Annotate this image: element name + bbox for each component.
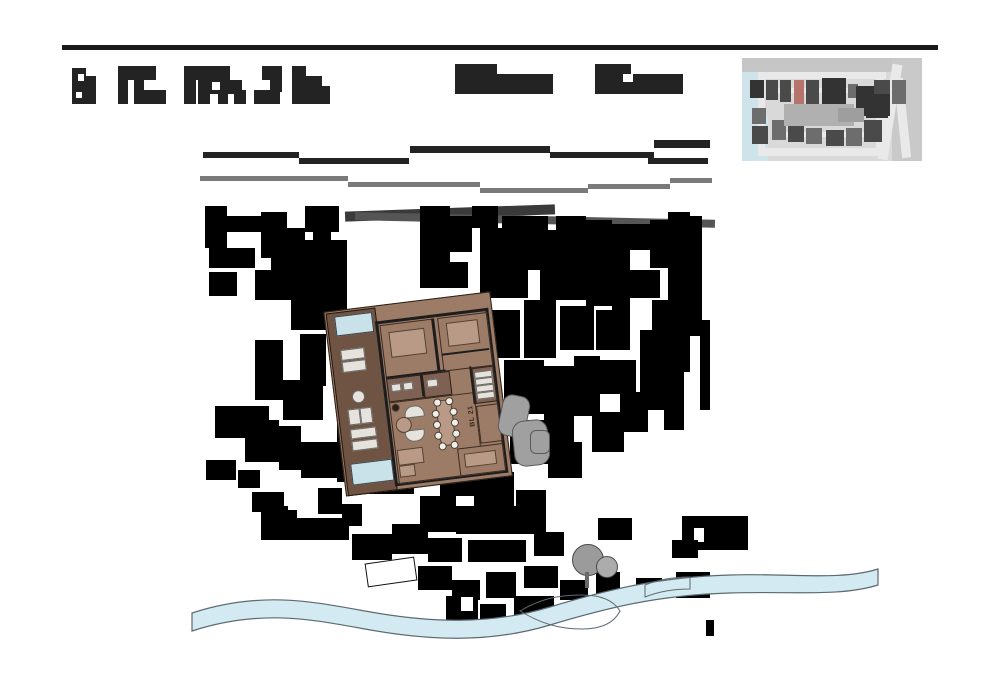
annotation-line-1c	[410, 146, 550, 153]
plan-mark-2-inner	[461, 597, 473, 611]
header-rule	[62, 45, 938, 50]
highlighted-unit-floor-plan: BL 21	[319, 287, 516, 499]
annotation-line-1e	[654, 140, 710, 148]
stream-water-feature	[191, 568, 879, 639]
header-label-2b	[595, 74, 683, 94]
header-label-2	[595, 64, 631, 75]
header-label-1b	[455, 74, 553, 94]
annotation-line-2b	[348, 182, 480, 187]
location-key-plan-inset	[742, 58, 922, 161]
sheet-title-redacted: ██ ███ ███ ██	[72, 62, 412, 104]
annotation-line-2c	[480, 188, 588, 193]
header-label-1	[455, 64, 497, 75]
annotation-line-2	[200, 176, 348, 181]
header-label-2c	[623, 74, 633, 82]
annotation-line-1	[203, 152, 299, 158]
adjacent-massing-3	[530, 430, 550, 454]
annotation-line-1d	[550, 152, 654, 158]
plan-mark-1	[706, 620, 714, 636]
bed-2	[445, 319, 481, 347]
tree-symbol-2	[596, 556, 618, 578]
tree-trunk-1	[585, 572, 589, 588]
annotation-line-1f	[648, 158, 708, 164]
sideboard	[396, 446, 425, 466]
annotation-line-2e	[670, 178, 712, 183]
annotation-line-1b	[299, 158, 409, 164]
bed-1	[388, 327, 428, 358]
annotation-line-2d	[588, 184, 670, 189]
